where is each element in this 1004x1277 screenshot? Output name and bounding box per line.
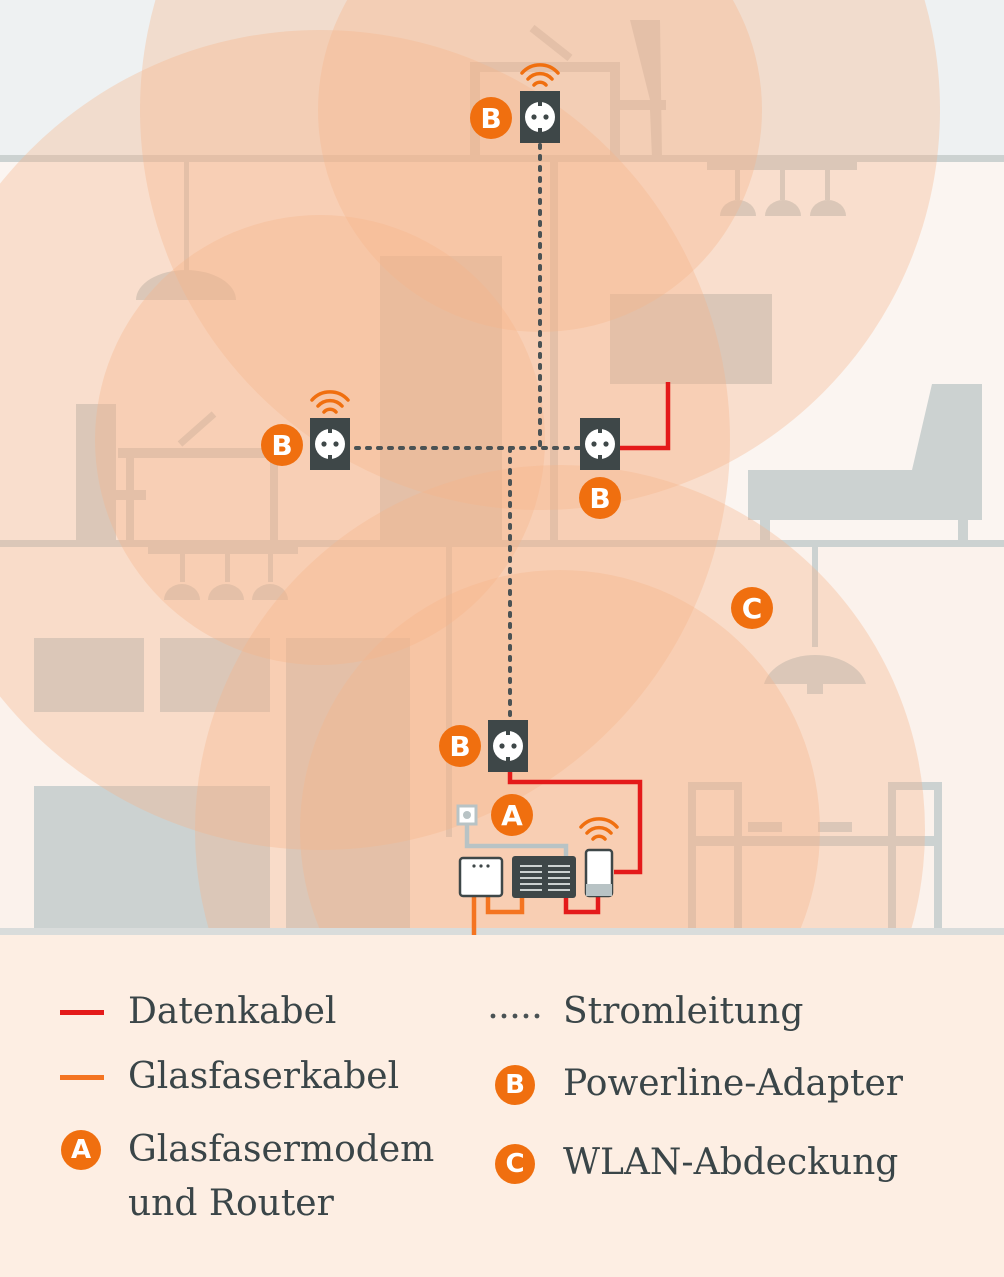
badge-a: A (491, 794, 533, 836)
legend-glasfaserkabel: Glasfaserkabel (128, 1050, 399, 1104)
legend-a-badge: A (61, 1130, 101, 1170)
power-socket-icon (520, 91, 560, 143)
legend-modem: Glasfasermodem und Router (128, 1123, 434, 1231)
legend-stromleitung: Stromleitung (563, 985, 803, 1039)
legend-glasfaserkabel-label: Glasfaserkabel (128, 1056, 400, 1097)
legend-datenkabel-label: Datenkabel (128, 991, 337, 1032)
wall-outlet-icon (456, 804, 478, 826)
power-socket-icon (310, 418, 350, 470)
badge-c: C (731, 587, 773, 629)
data-cable (507, 382, 671, 915)
legend-stromleitung-dots (490, 1006, 540, 1019)
legend-c-badge: C (495, 1144, 535, 1184)
legend-b-badge: B (495, 1065, 535, 1105)
legend-wlan: WLAN-Abdeckung (563, 1136, 898, 1190)
legend-powerline: Powerline-Adapter (563, 1057, 903, 1111)
svg-text:B: B (480, 102, 501, 135)
legend-powerline-label: Powerline-Adapter (563, 1063, 903, 1104)
svg-text:B: B (589, 482, 610, 515)
power-line (354, 143, 582, 720)
legend-datenkabel: Datenkabel (128, 985, 336, 1039)
legend-wlan-label: WLAN-Abdeckung (563, 1142, 899, 1183)
house-diagram: B (0, 0, 1004, 935)
legend-modem-line2: und Router (128, 1183, 334, 1224)
badge-b-right: B (579, 477, 621, 519)
furniture (0, 20, 1004, 935)
legend: Datenkabel Glasfaserkabel A Glasfasermod… (0, 935, 1004, 1277)
svg-text:A: A (501, 799, 523, 832)
svg-text:B: B (449, 730, 470, 763)
badge-b-top: B (470, 97, 512, 139)
legend-modem-line1: Glasfasermodem (128, 1129, 435, 1170)
badge-b-left: B (261, 424, 303, 466)
svg-text:C: C (742, 592, 763, 625)
phone-icon (584, 848, 614, 898)
fiber-modem-icon (458, 856, 504, 898)
badge-b-bottom: B (439, 725, 481, 767)
fiber-cable (471, 896, 525, 935)
legend-stromleitung-label: Stromleitung (563, 991, 804, 1032)
legend-glasfaser-line (60, 1075, 104, 1080)
fiber-connector (464, 822, 569, 858)
router-icon (512, 856, 576, 898)
legend-datenkabel-line (60, 1010, 104, 1015)
svg-text:B: B (271, 429, 292, 462)
power-socket-icon (580, 418, 620, 470)
power-socket-icon (488, 720, 528, 772)
